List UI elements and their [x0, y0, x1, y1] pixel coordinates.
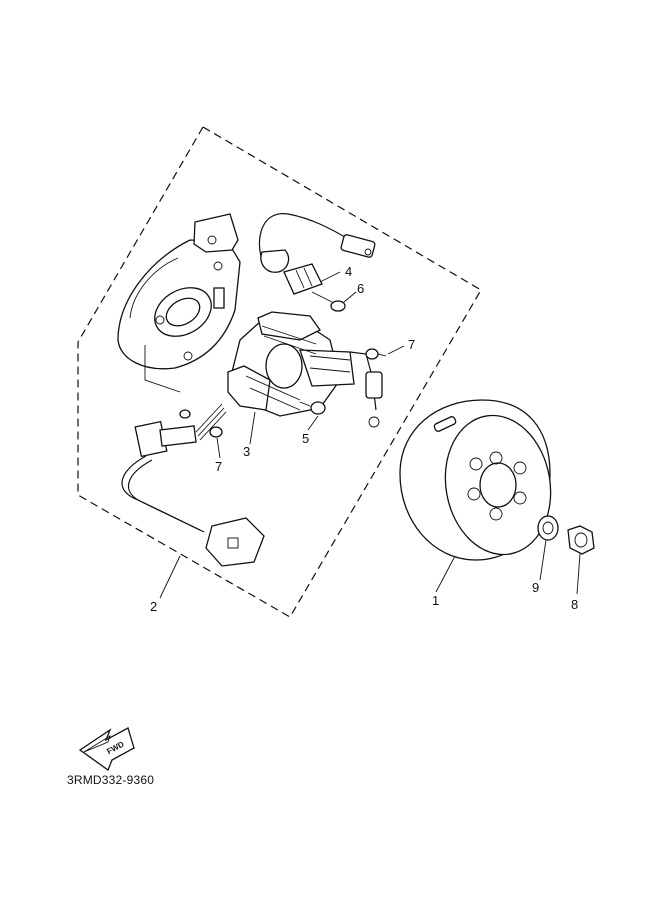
washer [537, 515, 559, 541]
fwd-arrow-icon: FWD [78, 727, 135, 772]
screw-5 [299, 401, 326, 415]
callout-9: 9 [532, 580, 539, 595]
callout-8: 8 [571, 597, 578, 612]
screw-7-lower [209, 426, 223, 438]
stator-coil [227, 311, 355, 417]
nut [567, 525, 595, 555]
callout-7-lower: 7 [215, 459, 222, 474]
wire-harness [121, 403, 265, 567]
screw-6 [311, 291, 346, 312]
callout-2: 2 [150, 599, 157, 614]
pickup-coil [258, 213, 376, 295]
screw-7-upper [365, 348, 387, 360]
assembly-boundary [77, 126, 482, 618]
callout-1: 1 [432, 593, 439, 608]
callout-6: 6 [357, 281, 364, 296]
callout-3: 3 [243, 444, 250, 459]
part-code-label: 3RMD332-9360 [67, 773, 155, 787]
leader-lines [159, 271, 581, 599]
stator-base-plate [117, 213, 241, 393]
callout-7-upper: 7 [408, 337, 415, 352]
lead-wire [349, 351, 383, 428]
flywheel-rotor [399, 399, 552, 561]
callout-5: 5 [302, 431, 309, 446]
callout-4: 4 [345, 264, 352, 279]
